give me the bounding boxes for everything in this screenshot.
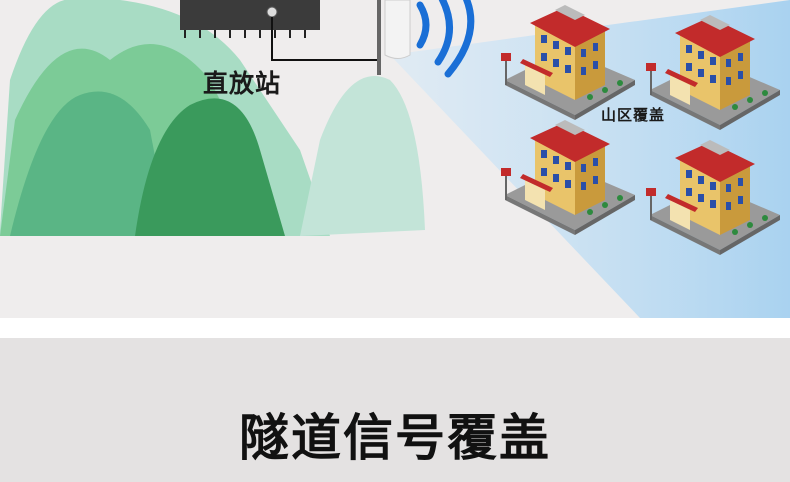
cable: [271, 17, 378, 61]
repeater-fins: [184, 30, 306, 38]
antenna-panel: [384, 0, 411, 59]
repeater-port: [266, 6, 278, 18]
mountain-front-dark: [135, 98, 285, 236]
signal-waves-icon: [416, 0, 475, 78]
antenna-pole: [377, 0, 381, 75]
repeater-device: [180, 0, 320, 30]
repeater-label: 直放站: [203, 69, 282, 98]
mountain-front-left: [10, 91, 170, 237]
coverage-label: 山区覆盖: [601, 106, 666, 124]
section-title: 隧道信号覆盖: [239, 409, 551, 467]
illustration-graphic: [0, 0, 790, 318]
mountain-coverage-illustration: 直放站 山区覆盖: [0, 0, 790, 318]
mountain-right: [300, 76, 425, 236]
section-header-band: [0, 338, 790, 482]
